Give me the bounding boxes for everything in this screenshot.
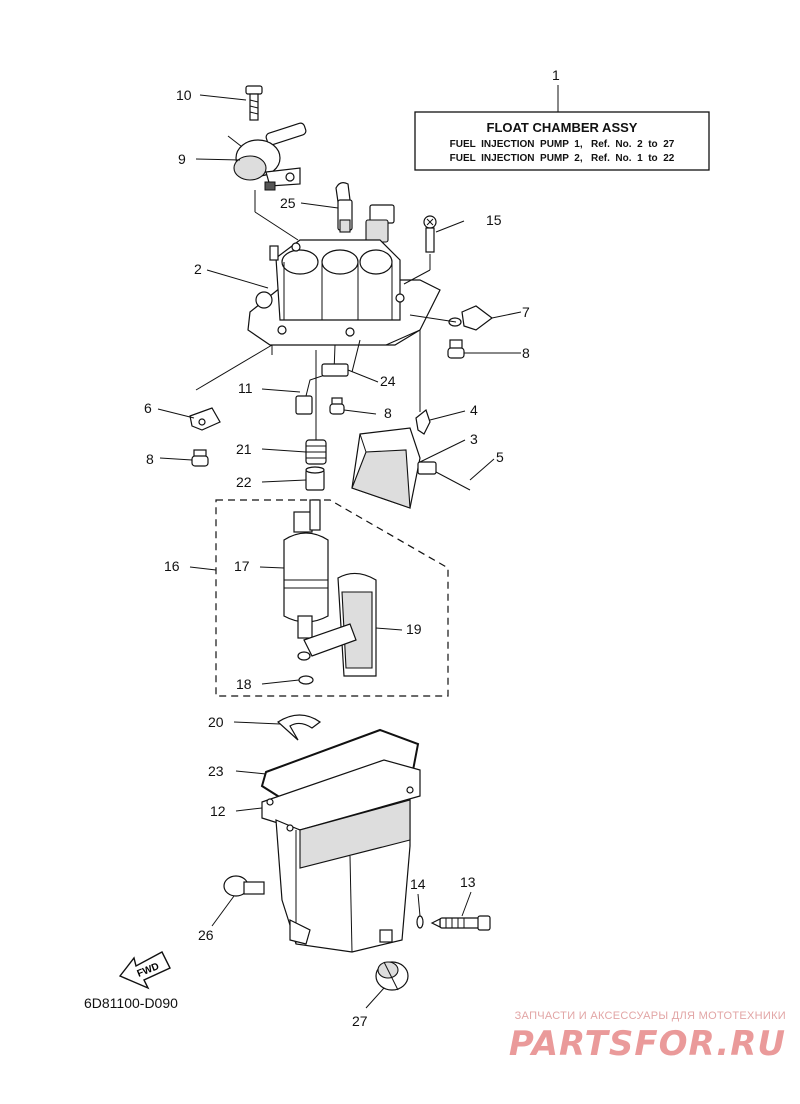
leader-lines: [157, 94, 522, 1009]
callout-7: 7: [522, 304, 530, 320]
part-21-filter: [305, 439, 327, 465]
part-5-sensor-pin: [417, 461, 471, 491]
callout-17: 17: [234, 558, 250, 574]
title-box: 1 FLOAT CHAMBER ASSY FUEL INJECTION PUMP…: [414, 67, 710, 171]
fwd-arrow-icon: FWD: [118, 951, 171, 990]
callout-20: 20: [208, 714, 224, 730]
diagram-code: 6D81100-D090: [84, 995, 178, 1011]
part-25-fitting: [335, 182, 353, 233]
part-26-grommet: [223, 875, 265, 897]
callout-2: 2: [194, 261, 202, 277]
watermark-tagline: ЗАПЧАСТИ И АКСЕССУАРЫ ДЛЯ МОТОТЕХНИКИ: [514, 1010, 786, 1022]
part-27-drain-plug: [375, 961, 409, 991]
part-2-pump-body: [247, 239, 441, 346]
callout-8c: 8: [146, 451, 154, 467]
callout-8b: 8: [384, 405, 392, 421]
part-8-bolts: [191, 339, 465, 467]
callout-4: 4: [470, 402, 478, 418]
assembly-title: FLOAT CHAMBER ASSY: [487, 120, 638, 135]
callout-10: 10: [176, 87, 192, 103]
pump2-ref-range: FUEL INJECTION PUMP 2, Ref. No. 1 to 22: [450, 153, 675, 164]
callout-12: 12: [210, 803, 226, 819]
callout-numbers: 10 9 25 15 2 7 8 24 11 6 8 4 3 21 5 8 22…: [144, 87, 530, 1029]
callout-16: 16: [164, 558, 180, 574]
callout-14: 14: [410, 876, 426, 892]
part-7-bracket: [448, 305, 493, 331]
part-3-cover: [351, 427, 421, 509]
part-16-assembly-outline: [215, 499, 449, 697]
part-10-bolt: [245, 85, 263, 121]
callout-18: 18: [236, 676, 252, 692]
callout-8a: 8: [522, 345, 530, 361]
ref-number-1: 1: [552, 67, 560, 83]
wire-connector-top: [365, 204, 395, 263]
callout-6: 6: [144, 400, 152, 416]
callout-25: 25: [280, 195, 296, 211]
part-12-float-chamber: [261, 759, 421, 953]
callout-9: 9: [178, 151, 186, 167]
callout-23: 23: [208, 763, 224, 779]
callout-21: 21: [236, 441, 252, 457]
callout-13: 13: [460, 874, 476, 890]
part-9-regulator: [227, 122, 307, 191]
callout-22: 22: [236, 474, 252, 490]
part-19-filter: [303, 572, 377, 677]
part-13-adjust-screw: [430, 915, 491, 931]
part-11-24-harness: [295, 339, 361, 415]
callout-24: 24: [380, 373, 396, 389]
callout-5: 5: [496, 449, 504, 465]
callout-27: 27: [352, 1013, 368, 1029]
callout-11: 11: [238, 380, 253, 396]
part-20-clip: [277, 714, 322, 741]
watermark-logo: PARTSFOR.RU: [508, 1024, 786, 1064]
part-6-bracket: [189, 407, 221, 431]
part-18-washer: [298, 675, 314, 685]
part-22-bushing: [305, 466, 325, 491]
pump1-ref-range: FUEL INJECTION PUMP 1, Ref. No. 2 to 27: [450, 139, 675, 150]
part-14-o-ring: [416, 915, 424, 929]
callout-15: 15: [486, 212, 502, 228]
part-4-sensor: [415, 408, 431, 435]
part-17-fuel-pump: [283, 499, 329, 661]
callout-19: 19: [406, 621, 422, 637]
callout-3: 3: [470, 431, 478, 447]
callout-26: 26: [198, 927, 214, 943]
part-15-screw: [423, 215, 437, 253]
